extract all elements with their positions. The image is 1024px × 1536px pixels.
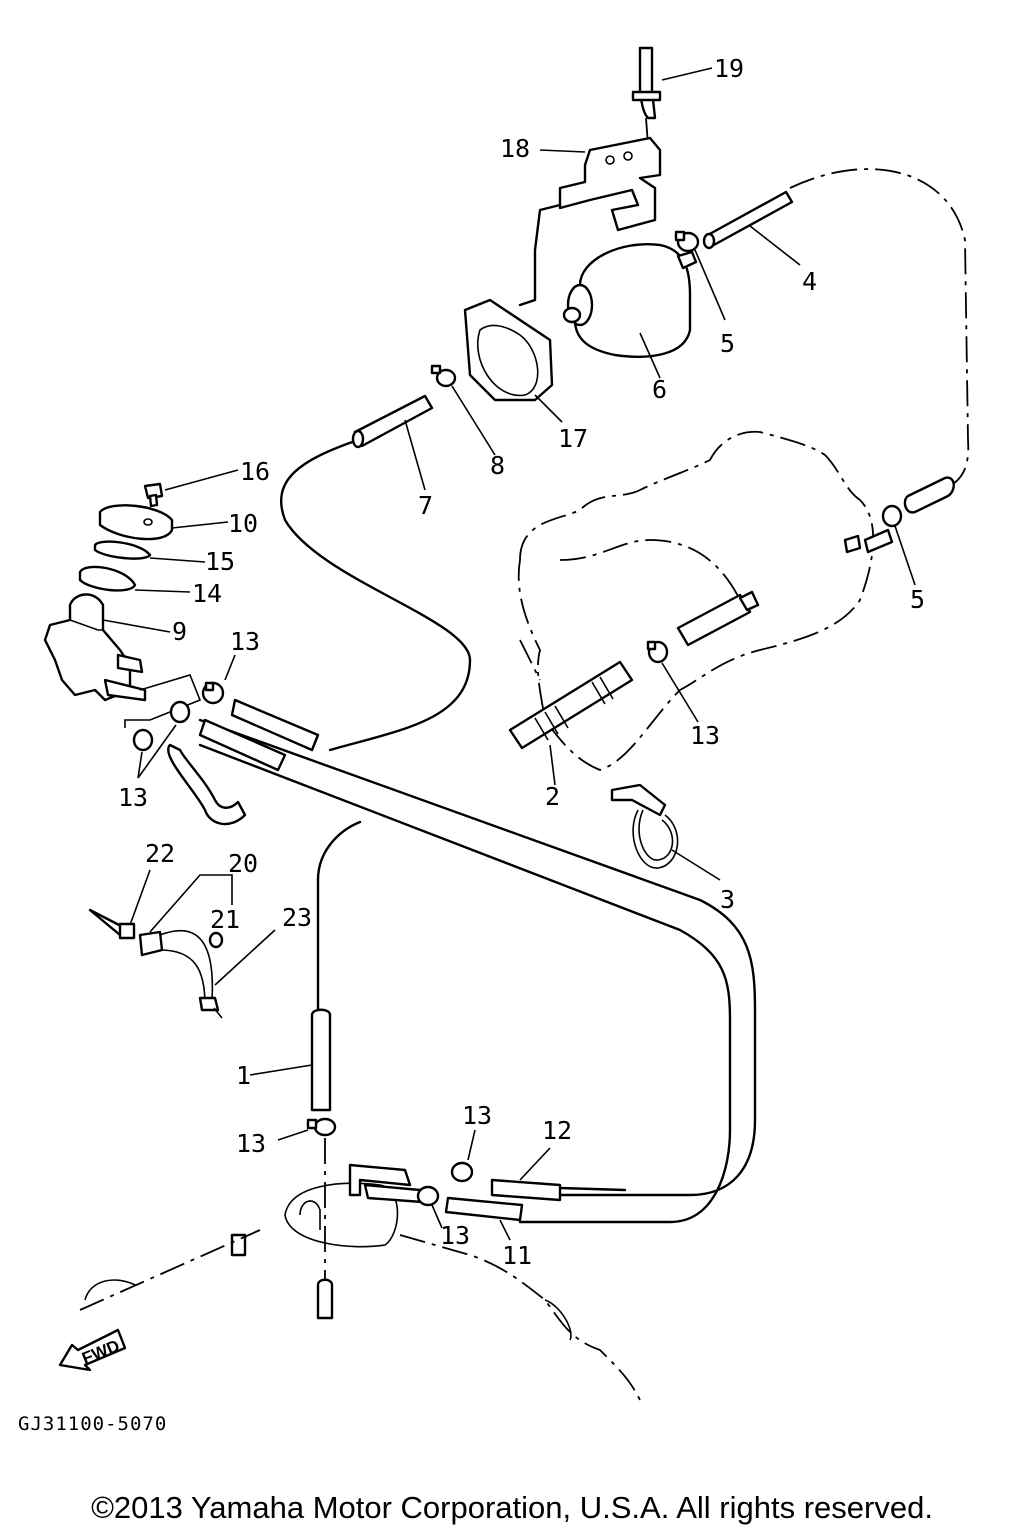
- label-13-e: 13: [236, 1129, 266, 1158]
- label-16: 16: [240, 457, 270, 486]
- label-12: 12: [542, 1116, 572, 1145]
- hose-1: [249, 1008, 332, 1112]
- fwd-label: FWD: [79, 1336, 122, 1368]
- label-19: 19: [714, 54, 744, 83]
- label-18: 18: [500, 134, 530, 163]
- label-14: 14: [192, 579, 222, 608]
- label-9: 9: [172, 617, 187, 646]
- label-5-upper: 5: [720, 329, 735, 358]
- label-17: 17: [558, 424, 588, 453]
- clamp-13-hose-1: [277, 1117, 337, 1320]
- fuel-system-parts-diagram: FWD 19 18 4 5 6 17 8 7 16 10 15 14 9 13 …: [18, 46, 970, 1435]
- joint-2: [508, 590, 760, 786]
- label-13-c: 13: [690, 721, 720, 750]
- label-13-b: 13: [118, 783, 148, 812]
- label-15: 15: [205, 547, 235, 576]
- label-13-g: 13: [440, 1221, 470, 1250]
- short-hoses-left: [167, 698, 320, 826]
- clamp-5-lower: [843, 476, 955, 586]
- part-labels: 19 18 4 5 6 17 8 7 16 10 15 14 9 13 13 1…: [118, 54, 925, 1270]
- fwd-arrow: FWD: [58, 1328, 127, 1372]
- label-22: 22: [145, 839, 175, 868]
- label-13-f: 13: [462, 1101, 492, 1130]
- clamp-13-right: [646, 640, 699, 723]
- bracket-18: [518, 136, 662, 307]
- clamp-5-upper: [674, 230, 726, 321]
- hose-7: [351, 394, 434, 491]
- label-1: 1: [236, 1061, 251, 1090]
- band-clamp-3: [610, 783, 721, 881]
- filter-holder-17: [463, 298, 563, 423]
- drawing-code: GJ31100-5070: [18, 1413, 167, 1435]
- label-23: 23: [282, 903, 312, 932]
- gasket-15: [93, 540, 206, 563]
- label-6: 6: [652, 375, 667, 404]
- label-10: 10: [228, 509, 258, 538]
- copyright-notice: ©2013 Yamaha Motor Corporation, U.S.A. A…: [91, 1490, 933, 1525]
- fuel-tank-area: [79, 1129, 641, 1401]
- label-20: 20: [228, 849, 258, 878]
- ring-14: [78, 565, 191, 593]
- label-3: 3: [720, 885, 735, 914]
- cap-10: [98, 504, 229, 541]
- clamp-8: [430, 364, 496, 456]
- label-21: 21: [210, 905, 240, 934]
- label-7: 7: [418, 491, 433, 520]
- label-2: 2: [545, 782, 560, 811]
- label-11: 11: [502, 1241, 532, 1270]
- hose-4: [702, 190, 801, 266]
- label-8: 8: [490, 451, 505, 480]
- label-5-lower: 5: [910, 585, 925, 614]
- screw-16: [143, 469, 239, 508]
- fuel-filter-6: [562, 243, 698, 379]
- clamps-13-left: [132, 654, 236, 779]
- label-4: 4: [802, 267, 817, 296]
- pin-19: [631, 46, 713, 146]
- label-13-a: 13: [230, 627, 260, 656]
- tie-band-group: [88, 869, 276, 1019]
- fuel-hoses: [198, 168, 970, 1224]
